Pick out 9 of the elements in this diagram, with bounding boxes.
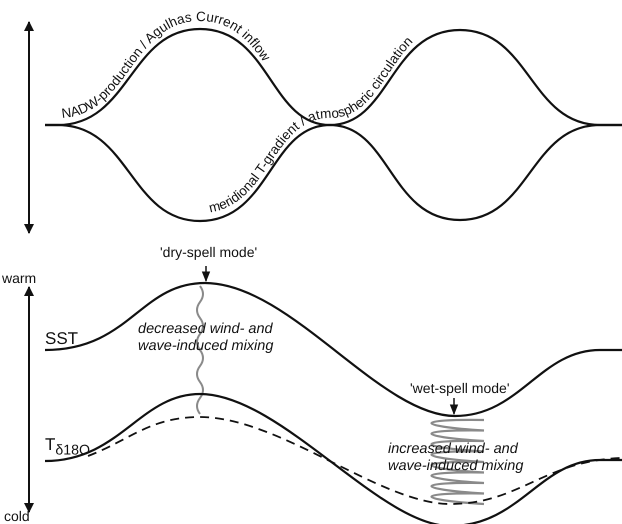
mode-label: 'dry-spell mode' bbox=[160, 244, 258, 261]
mode-label: 'wet-spell mode' bbox=[410, 380, 510, 397]
arrow bbox=[202, 266, 210, 282]
annotation-text: increased wind- and wave-induced mixing bbox=[388, 441, 524, 475]
arrow bbox=[450, 398, 458, 416]
axis-label: cold bbox=[4, 508, 30, 524]
annotation-text: decreased wind- and wave-induced mixing bbox=[138, 321, 274, 355]
curve-label: SST bbox=[45, 330, 78, 347]
axis-label: warm bbox=[2, 270, 36, 287]
